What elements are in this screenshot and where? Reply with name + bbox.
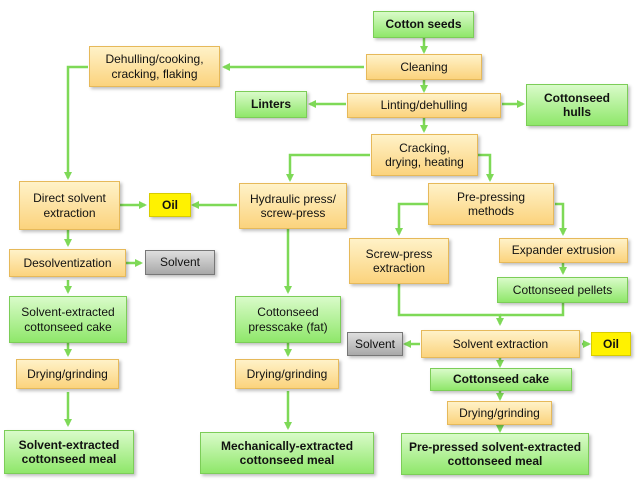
node-cotton-seeds: Cotton seeds	[373, 11, 474, 38]
node-pre-pressing-methods: Pre-pressing methods	[428, 183, 554, 225]
node-direct-solvent-extraction: Direct solvent extraction	[19, 181, 120, 230]
arrow-prepressing-to-screw	[395, 202, 428, 236]
node-linters: Linters	[235, 91, 307, 118]
arrow-screw-to-solvent-extraction	[397, 284, 504, 326]
node-mechanically-extracted-meal: Mechanically-extracted cottonseed meal	[200, 432, 374, 474]
node-pre-pressed-meal: Pre-pressed solvent-extracted cottonseed…	[401, 433, 589, 475]
node-cottonseed-pellets: Cottonseed pellets	[497, 277, 628, 303]
node-cottonseed-presscake: Cottonseed presscake (fat)	[235, 296, 341, 343]
arrow-cracking-to-prepressing	[478, 153, 494, 182]
node-drying-grinding-left: Drying/grinding	[16, 359, 119, 389]
node-solvent-left: Solvent	[145, 250, 215, 275]
node-cracking-drying-heating: Cracking, drying, heating	[371, 134, 478, 176]
node-solvent-right: Solvent	[347, 332, 403, 356]
node-drying-grinding-mid: Drying/grinding	[235, 359, 339, 389]
node-cleaning: Cleaning	[366, 54, 482, 80]
node-oil-left: Oil	[149, 193, 191, 217]
node-solvent-extraction: Solvent extraction	[421, 330, 580, 358]
arrow-dehulling-to-direct-solvent	[64, 65, 88, 180]
node-solvent-extracted-meal: Solvent-extracted cottonseed meal	[4, 430, 134, 474]
node-hydraulic-press: Hydraulic press/ screw-press	[239, 183, 347, 229]
arrow-cracking-to-hydraulic	[286, 153, 370, 182]
arrow-pellets-to-solvent-extraction	[500, 303, 565, 317]
node-cottonseed-cake: Cottonseed cake	[430, 368, 572, 391]
node-solvent-extracted-cake: Solvent-extracted cottonseed cake	[9, 296, 127, 343]
arrow-prepressing-to-expander	[555, 202, 567, 236]
node-screw-press-extraction: Screw-press extraction	[349, 238, 449, 284]
node-desolventization: Desolventization	[9, 249, 126, 277]
node-oil-right: Oil	[591, 332, 631, 356]
node-linting-dehulling: Linting/dehulling	[347, 93, 501, 118]
node-cottonseed-hulls: Cottonseed hulls	[526, 84, 628, 126]
node-dehulling-cooking: Dehulling/cooking, cracking, flaking	[89, 46, 220, 87]
node-drying-grinding-right: Drying/grinding	[447, 401, 552, 425]
node-expander-extrusion: Expander extrusion	[499, 238, 628, 263]
